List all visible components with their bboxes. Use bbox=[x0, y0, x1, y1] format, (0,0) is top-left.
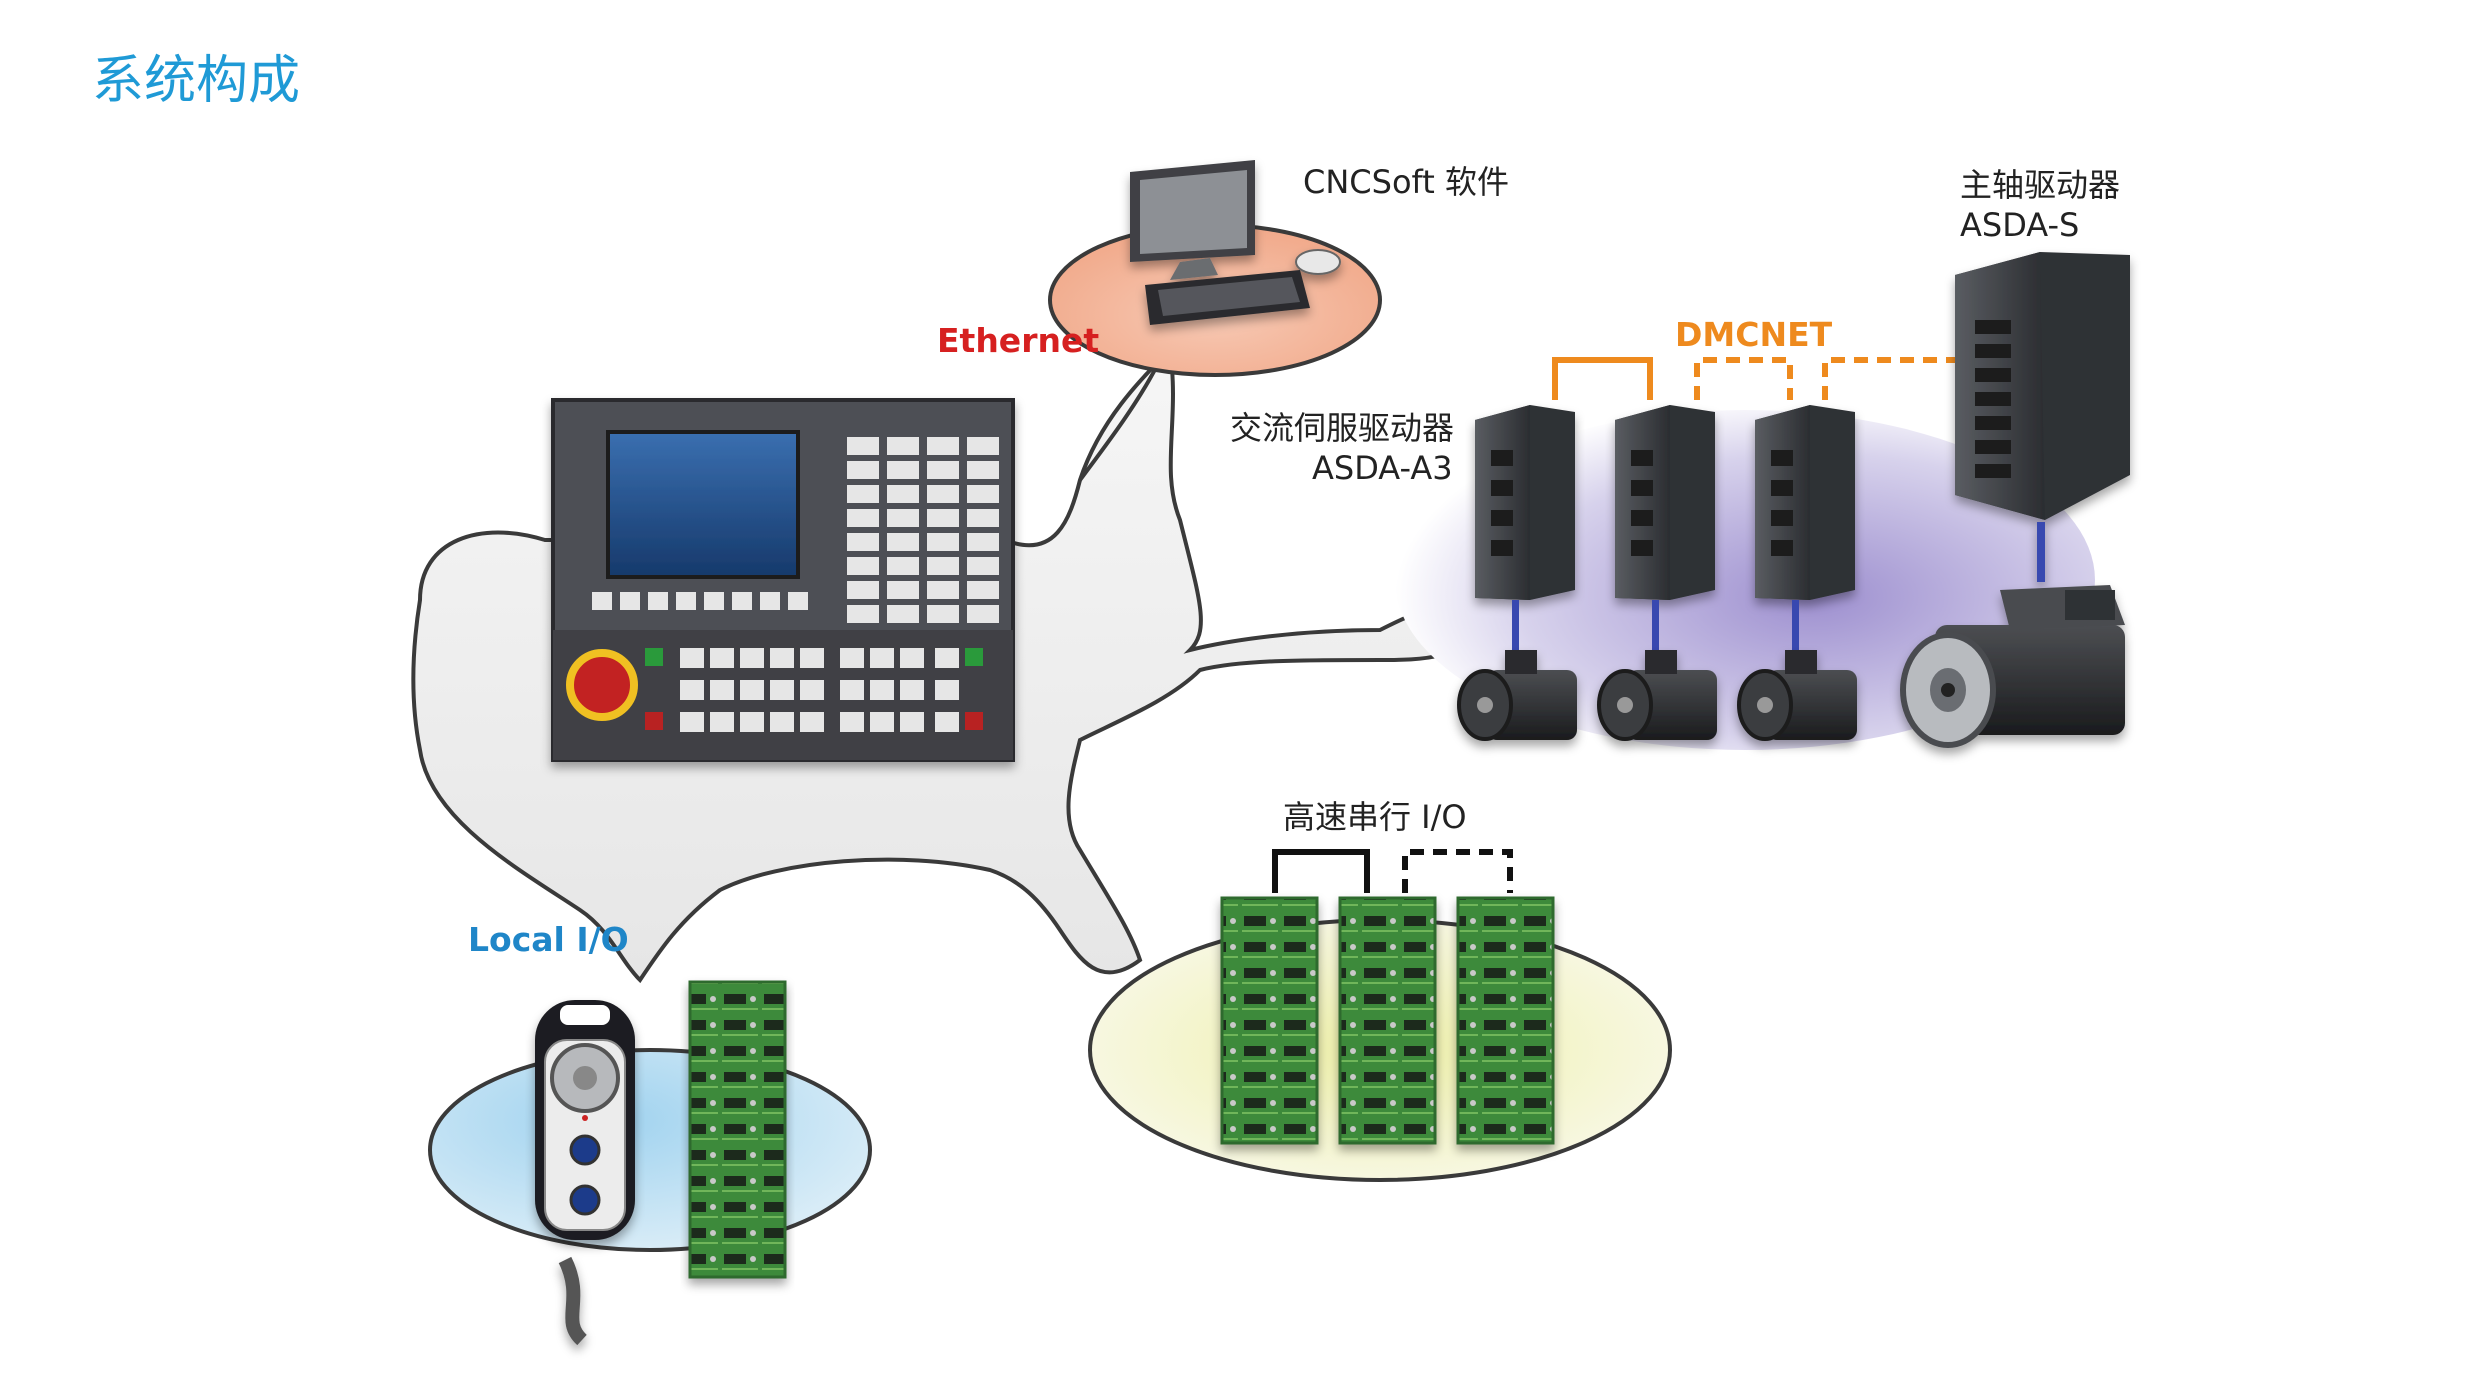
io-module-icon bbox=[1220, 896, 1555, 1145]
controller-keypad bbox=[592, 437, 999, 732]
spindle-drive-icon bbox=[1955, 252, 2130, 582]
local-io-board-icon bbox=[688, 980, 787, 1279]
serial-io-label: 高速串行 I/O bbox=[1283, 798, 1467, 836]
spindle-drive-model: ASDA-S bbox=[1960, 206, 2080, 244]
servo-drive-name: 交流伺服驱动器 bbox=[1230, 409, 1455, 447]
spindle-motor-icon bbox=[1900, 585, 2125, 748]
dmcnet-links bbox=[1552, 357, 1955, 400]
servo-motor-icon bbox=[1457, 650, 1577, 741]
handwheel-pendant-icon bbox=[535, 1000, 635, 1346]
spindle-drive-panel bbox=[1975, 320, 2011, 478]
cnc-controller-icon bbox=[551, 398, 1015, 762]
servo-motor-icon bbox=[1737, 650, 1857, 741]
servo-drive-model: ASDA-A3 bbox=[1312, 449, 1453, 487]
servo-drive-icon bbox=[1615, 405, 1715, 600]
servo-motor-icon bbox=[1597, 650, 1717, 741]
spindle-drive-name: 主轴驱动器 bbox=[1960, 166, 2121, 204]
software-label: CNCSoft 软件 bbox=[1303, 163, 1509, 201]
servo-drive-icon bbox=[1755, 405, 1855, 600]
servo-drive-icon bbox=[1475, 405, 1575, 600]
local-io-label: Local I/O bbox=[468, 920, 629, 959]
page-title: 系统构成 bbox=[92, 51, 301, 111]
desktop-computer-icon bbox=[1130, 160, 1341, 325]
serial-io-links bbox=[1272, 849, 1513, 893]
local-io-zone bbox=[428, 1048, 872, 1252]
ethernet-label: Ethernet bbox=[937, 321, 1100, 360]
servo-drive-group bbox=[1457, 405, 1857, 741]
dmcnet-label: DMCNET bbox=[1675, 315, 1833, 354]
